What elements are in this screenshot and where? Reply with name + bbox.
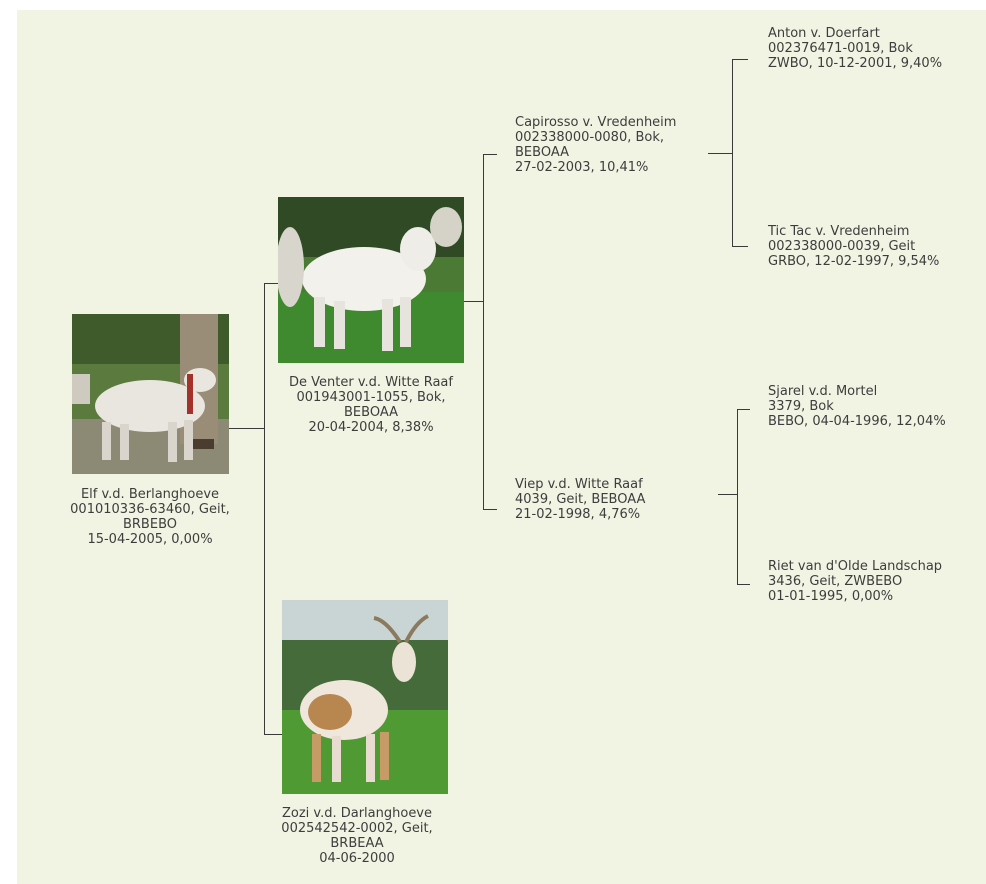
sd-dam-date: 01-01-1995, 0,00% xyxy=(768,589,894,604)
sire-id: 001943001-1055, Bok, xyxy=(296,390,446,405)
sd-sire-id: 3379, Bok xyxy=(768,399,834,414)
connector xyxy=(483,509,497,510)
dam-goat-photo xyxy=(282,600,448,794)
ss-dam-info: Tic Tac v. Vredenheim 002338000-0039, Ge… xyxy=(768,224,939,269)
sire-herdbook: BEBOAA xyxy=(344,405,398,420)
sire-dam-date: 21-02-1998, 4,76% xyxy=(515,507,641,522)
connector xyxy=(464,301,484,302)
dam-name: Zozi v.d. Darlanghoeve xyxy=(281,806,433,821)
sire-name: De Venter v.d. Witte Raaf xyxy=(289,375,453,390)
connector xyxy=(483,154,497,155)
subject-herdbook: BRBEBO xyxy=(122,517,177,532)
ss-dam-id: 002338000-0039, Geit xyxy=(768,239,916,254)
ss-dam-name: Tic Tac v. Vredenheim xyxy=(768,224,910,239)
sire-sire-name: Capirosso v. Vredenheim xyxy=(515,115,677,130)
sd-sire-info: Sjarel v.d. Mortel 3379, Bok BEBO, 04-04… xyxy=(768,384,946,429)
sire-sire-id: 002338000-0080, Bok, xyxy=(515,130,665,145)
connector xyxy=(483,154,484,510)
sd-dam-name: Riet van d'Olde Landschap xyxy=(768,559,943,574)
sire-goat-photo xyxy=(278,197,464,363)
ss-sire-id: 002376471-0019, Bok xyxy=(768,41,913,56)
sire-sire-date: 27-02-2003, 10,41% xyxy=(515,160,649,175)
sd-sire-name: Sjarel v.d. Mortel xyxy=(768,384,878,399)
sire-dam-info: Viep v.d. Witte Raaf 4039, Geit, BEBOAA … xyxy=(515,477,645,522)
dam-herdbook: BRBEAA xyxy=(330,836,384,851)
sire-dam-id: 4039, Geit, BEBOAA xyxy=(515,492,646,507)
dam-date: 04-06-2000 xyxy=(319,851,395,866)
connector xyxy=(229,428,265,429)
ss-dam-date: GRBO, 12-02-1997, 9,54% xyxy=(768,254,940,269)
sire-sire-herdbook: BEBOAA xyxy=(515,145,569,160)
sire-date: 20-04-2004, 8,38% xyxy=(308,420,434,435)
sire-dam-name: Viep v.d. Witte Raaf xyxy=(515,477,643,492)
dam-info: Zozi v.d. Darlanghoeve 002542542-0002, G… xyxy=(237,806,477,866)
sd-dam-info: Riet van d'Olde Landschap 3436, Geit, ZW… xyxy=(768,559,942,604)
connector xyxy=(264,283,278,284)
connector xyxy=(732,59,733,247)
sire-sire-info: Capirosso v. Vredenheim 002338000-0080, … xyxy=(515,115,676,175)
connector xyxy=(718,494,738,495)
connector xyxy=(732,246,748,247)
subject-date: 15-04-2005, 0,00% xyxy=(87,532,213,547)
connector xyxy=(264,734,282,735)
sd-dam-id: 3436, Geit, ZWBEBO xyxy=(768,574,903,589)
sd-sire-date: BEBO, 04-04-1996, 12,04% xyxy=(768,414,946,429)
subject-name: Elf v.d. Berlanghoeve xyxy=(80,487,220,502)
connector xyxy=(264,283,265,735)
connector xyxy=(737,584,750,585)
connector xyxy=(708,153,733,154)
connector xyxy=(737,409,738,585)
dam-id: 002542542-0002, Geit, xyxy=(281,821,433,836)
ss-sire-name: Anton v. Doerfart xyxy=(768,26,880,41)
subject-goat-photo xyxy=(72,314,229,474)
subject-id: 001010336-63460, Geit, xyxy=(70,502,230,517)
sire-info: De Venter v.d. Witte Raaf 001943001-1055… xyxy=(251,375,491,435)
connector xyxy=(737,409,750,410)
ss-sire-date: ZWBO, 10-12-2001, 9,40% xyxy=(768,56,943,71)
ss-sire-info: Anton v. Doerfart 002376471-0019, Bok ZW… xyxy=(768,26,942,71)
connector xyxy=(732,59,748,60)
subject-info: Elf v.d. Berlanghoeve 001010336-63460, G… xyxy=(30,487,270,547)
